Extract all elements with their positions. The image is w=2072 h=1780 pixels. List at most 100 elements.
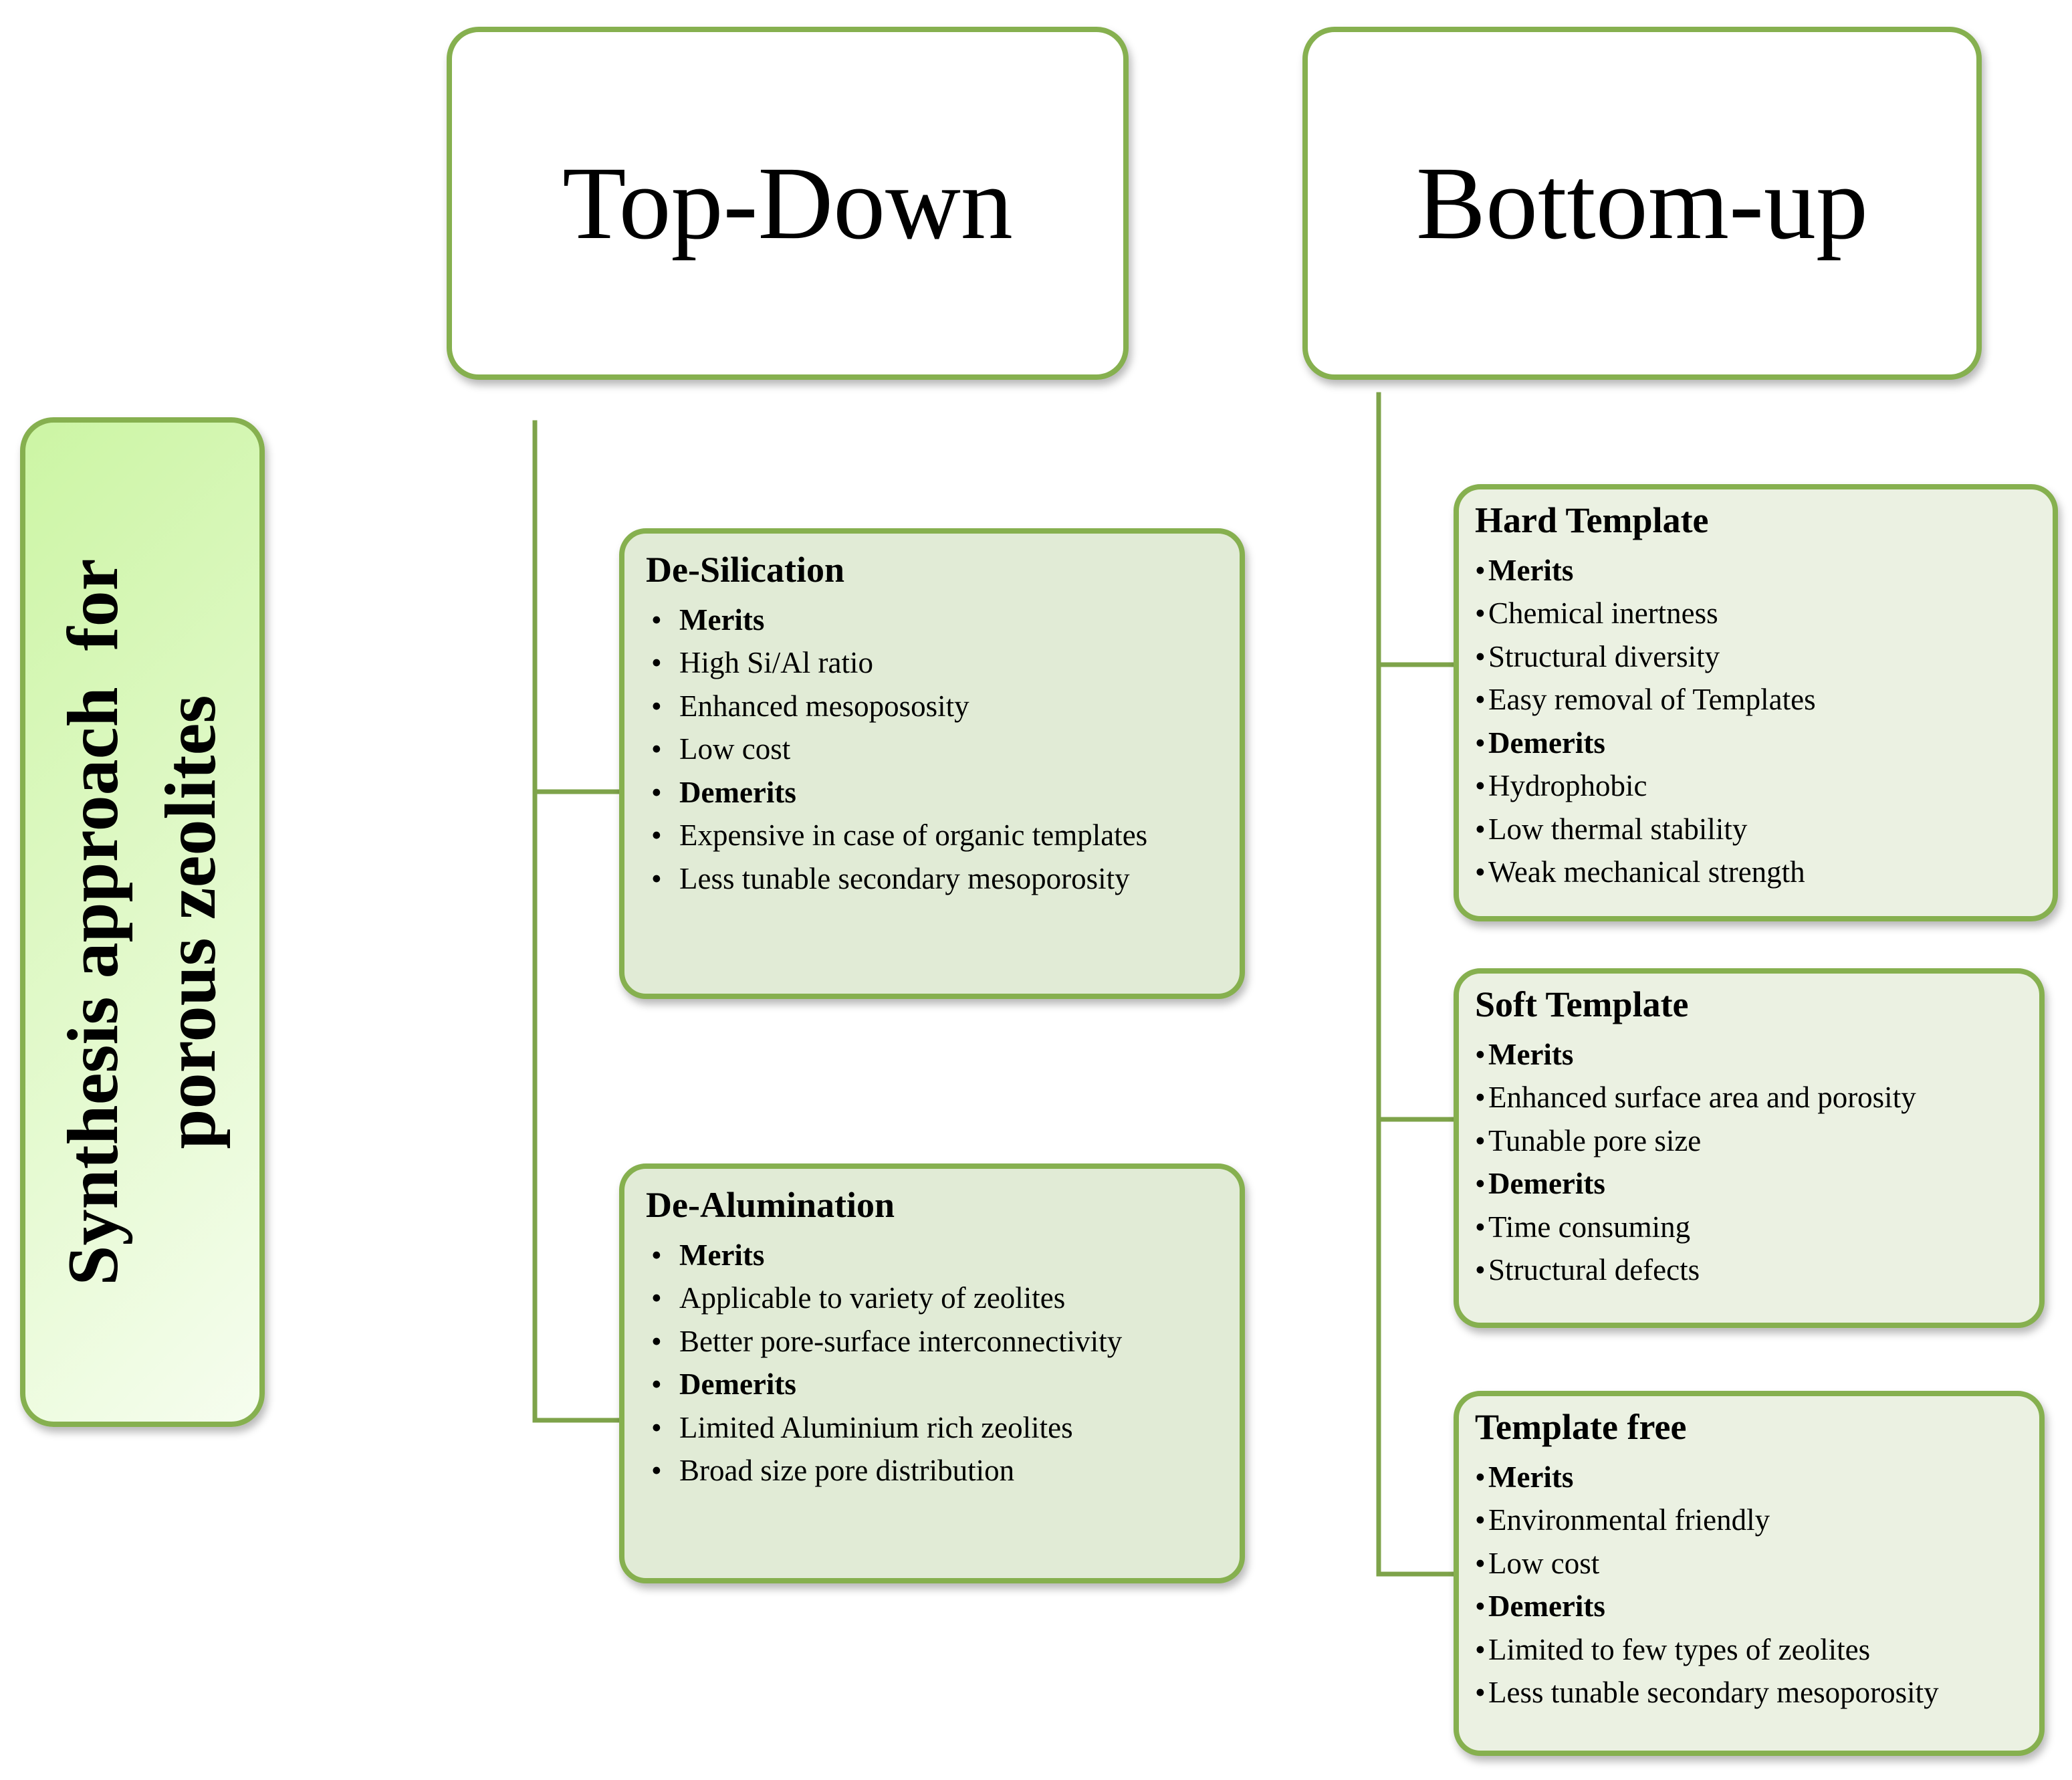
list-item: •Weak mechanical strength — [1475, 851, 2039, 894]
list-item: • High Si/Al ratio — [646, 641, 1220, 685]
item-text: Enhanced mesopososity — [679, 689, 969, 723]
de-silication-box: De-Silication •Merits •High Si/Al ratio … — [619, 528, 1245, 999]
bullet-icon: • — [651, 1454, 662, 1488]
item-text: Less tunable secondary mesoporosity — [679, 861, 1130, 895]
list-item: •Structural defects — [1475, 1248, 2026, 1292]
list-item: •Merits — [1475, 549, 2039, 592]
top-down-header-box: Top-Down — [447, 27, 1129, 380]
item-text: Broad size pore distribution — [679, 1454, 1015, 1488]
list-item: •Enhanced surface area and porosity — [1475, 1076, 2026, 1119]
hard-template-list: •Merits •Chemical inertness •Structural … — [1475, 549, 2039, 894]
list-item: •Structural diversity — [1475, 635, 2039, 679]
bullet-icon: • — [1475, 812, 1486, 846]
item-text: Limited Aluminium rich zeolites — [679, 1410, 1073, 1444]
item-text: Tunable pore size — [1488, 1123, 1702, 1157]
item-text: Structural diversity — [1488, 639, 1720, 673]
de-alumination-title: De-Alumination — [646, 1185, 895, 1225]
bullet-icon: • — [1475, 596, 1486, 631]
list-item: •Demerits — [1475, 1585, 2026, 1628]
merits-label: Merits — [1488, 1037, 1574, 1071]
template-free-title: Template free — [1475, 1407, 1687, 1447]
bullet-icon: • — [651, 775, 662, 809]
item-text: Weak mechanical strength — [1488, 855, 1805, 889]
bullet-icon: • — [1475, 1676, 1486, 1710]
merits-label: Merits — [679, 602, 765, 637]
bullet-icon: • — [1475, 769, 1486, 803]
template-free-list: •Merits •Environmental friendly •Low cos… — [1475, 1456, 2026, 1714]
merits-label: Merits — [1488, 1460, 1574, 1494]
list-item: • Broad size pore distribution — [646, 1449, 1220, 1492]
list-item: •Easy removal of Templates — [1475, 678, 2039, 721]
de-alumination-box: De-Alumination •Merits •Applicable to va… — [619, 1163, 1245, 1583]
bullet-icon: • — [651, 1324, 662, 1358]
bullet-icon: • — [1475, 683, 1486, 717]
list-item: •Expensive in case of organic templates — [646, 814, 1220, 857]
bullet-icon: • — [1475, 639, 1486, 673]
list-item: • Demerits — [646, 771, 1220, 814]
bullet-icon: • — [1475, 1589, 1486, 1624]
bullet-icon: • — [651, 818, 662, 853]
bullet-icon: • — [1475, 1167, 1486, 1201]
top-down-title: Top-Down — [562, 145, 1013, 261]
hard-template-title: Hard Template — [1475, 500, 1709, 540]
item-text: Time consuming — [1488, 1210, 1691, 1244]
list-item: • Limited Aluminium rich zeolites — [646, 1406, 1220, 1450]
list-item: •Merits — [1475, 1033, 2026, 1077]
list-item: •Low cost — [646, 728, 1220, 771]
bullet-icon: • — [651, 861, 662, 895]
merits-label: Merits — [1488, 553, 1574, 587]
soft-template-title: Soft Template — [1475, 984, 1689, 1024]
demerits-label: Demerits — [679, 775, 796, 809]
list-item: •Better pore-surface interconnectivity — [646, 1320, 1220, 1363]
item-text: Limited to few types of zeolites — [1488, 1632, 1871, 1666]
list-item: •Tunable pore size — [1475, 1119, 2026, 1163]
item-text: Environmental friendly — [1488, 1503, 1770, 1537]
bullet-icon: • — [1475, 1123, 1486, 1157]
list-item: •Less tunable secondary mesoporosity — [1475, 1671, 2026, 1714]
hard-template-box: Hard Template •Merits •Chemical inertnes… — [1454, 484, 2058, 921]
item-text: High Si/Al ratio — [679, 646, 873, 680]
bottom-up-header-box: Bottom-up — [1302, 27, 1982, 380]
bullet-icon: • — [651, 732, 662, 766]
item-text: Hydrophobic — [1488, 769, 1647, 803]
bullet-icon: • — [1475, 726, 1486, 760]
bullet-icon: • — [651, 1281, 662, 1315]
demerits-label: Demerits — [1488, 1589, 1605, 1624]
list-item: •Merits — [646, 1234, 1220, 1277]
demerits-label: Demerits — [679, 1367, 796, 1402]
list-item: •Environmental friendly — [1475, 1498, 2026, 1542]
list-item: • Merits — [646, 598, 1220, 642]
bullet-icon: • — [651, 1410, 662, 1444]
list-item: •Hydrophobic — [1475, 764, 2039, 808]
demerits-label: Demerits — [1488, 1167, 1605, 1201]
item-text: Low thermal stability — [1488, 812, 1748, 846]
list-item: • Demerits — [646, 1363, 1220, 1406]
de-silication-title: De-Silication — [646, 550, 844, 590]
template-free-box: Template free •Merits •Environmental fri… — [1454, 1391, 2045, 1756]
side-title: Synthesis approach for porous zeolites — [42, 454, 243, 1390]
bullet-icon: • — [1475, 1546, 1486, 1580]
bullet-icon: • — [1475, 1210, 1486, 1244]
side-title-line-2: porous zeolites — [151, 695, 231, 1149]
list-item: •Time consuming — [1475, 1206, 2026, 1249]
item-text: Applicable to variety of zeolites — [679, 1281, 1066, 1315]
bullet-icon: • — [1475, 855, 1486, 889]
list-item: •Low thermal stability — [1475, 808, 2039, 851]
list-item: •Chemical inertness — [1475, 592, 2039, 635]
bullet-icon: • — [651, 1367, 662, 1402]
list-item: •Limited to few types of zeolites — [1475, 1628, 2026, 1672]
bullet-icon: • — [651, 646, 662, 680]
item-text: Chemical inertness — [1488, 596, 1718, 631]
bottom-up-title: Bottom-up — [1415, 145, 1869, 261]
bullet-icon: • — [1475, 1460, 1486, 1494]
bullet-icon: • — [1475, 1253, 1486, 1287]
item-text: Structural defects — [1488, 1253, 1700, 1287]
bullet-icon: • — [651, 602, 662, 637]
list-item: •Enhanced mesopososity — [646, 685, 1220, 728]
soft-template-box: Soft Template •Merits •Enhanced surface … — [1454, 968, 2045, 1328]
side-title-line-1: Synthesis approach for — [53, 558, 133, 1286]
list-item: •Merits — [1475, 1456, 2026, 1499]
de-silication-list: •Merits •High Si/Al ratio •Enhanced meso… — [646, 598, 1220, 901]
demerits-label: Demerits — [1488, 726, 1605, 760]
merits-label: Merits — [679, 1238, 765, 1272]
